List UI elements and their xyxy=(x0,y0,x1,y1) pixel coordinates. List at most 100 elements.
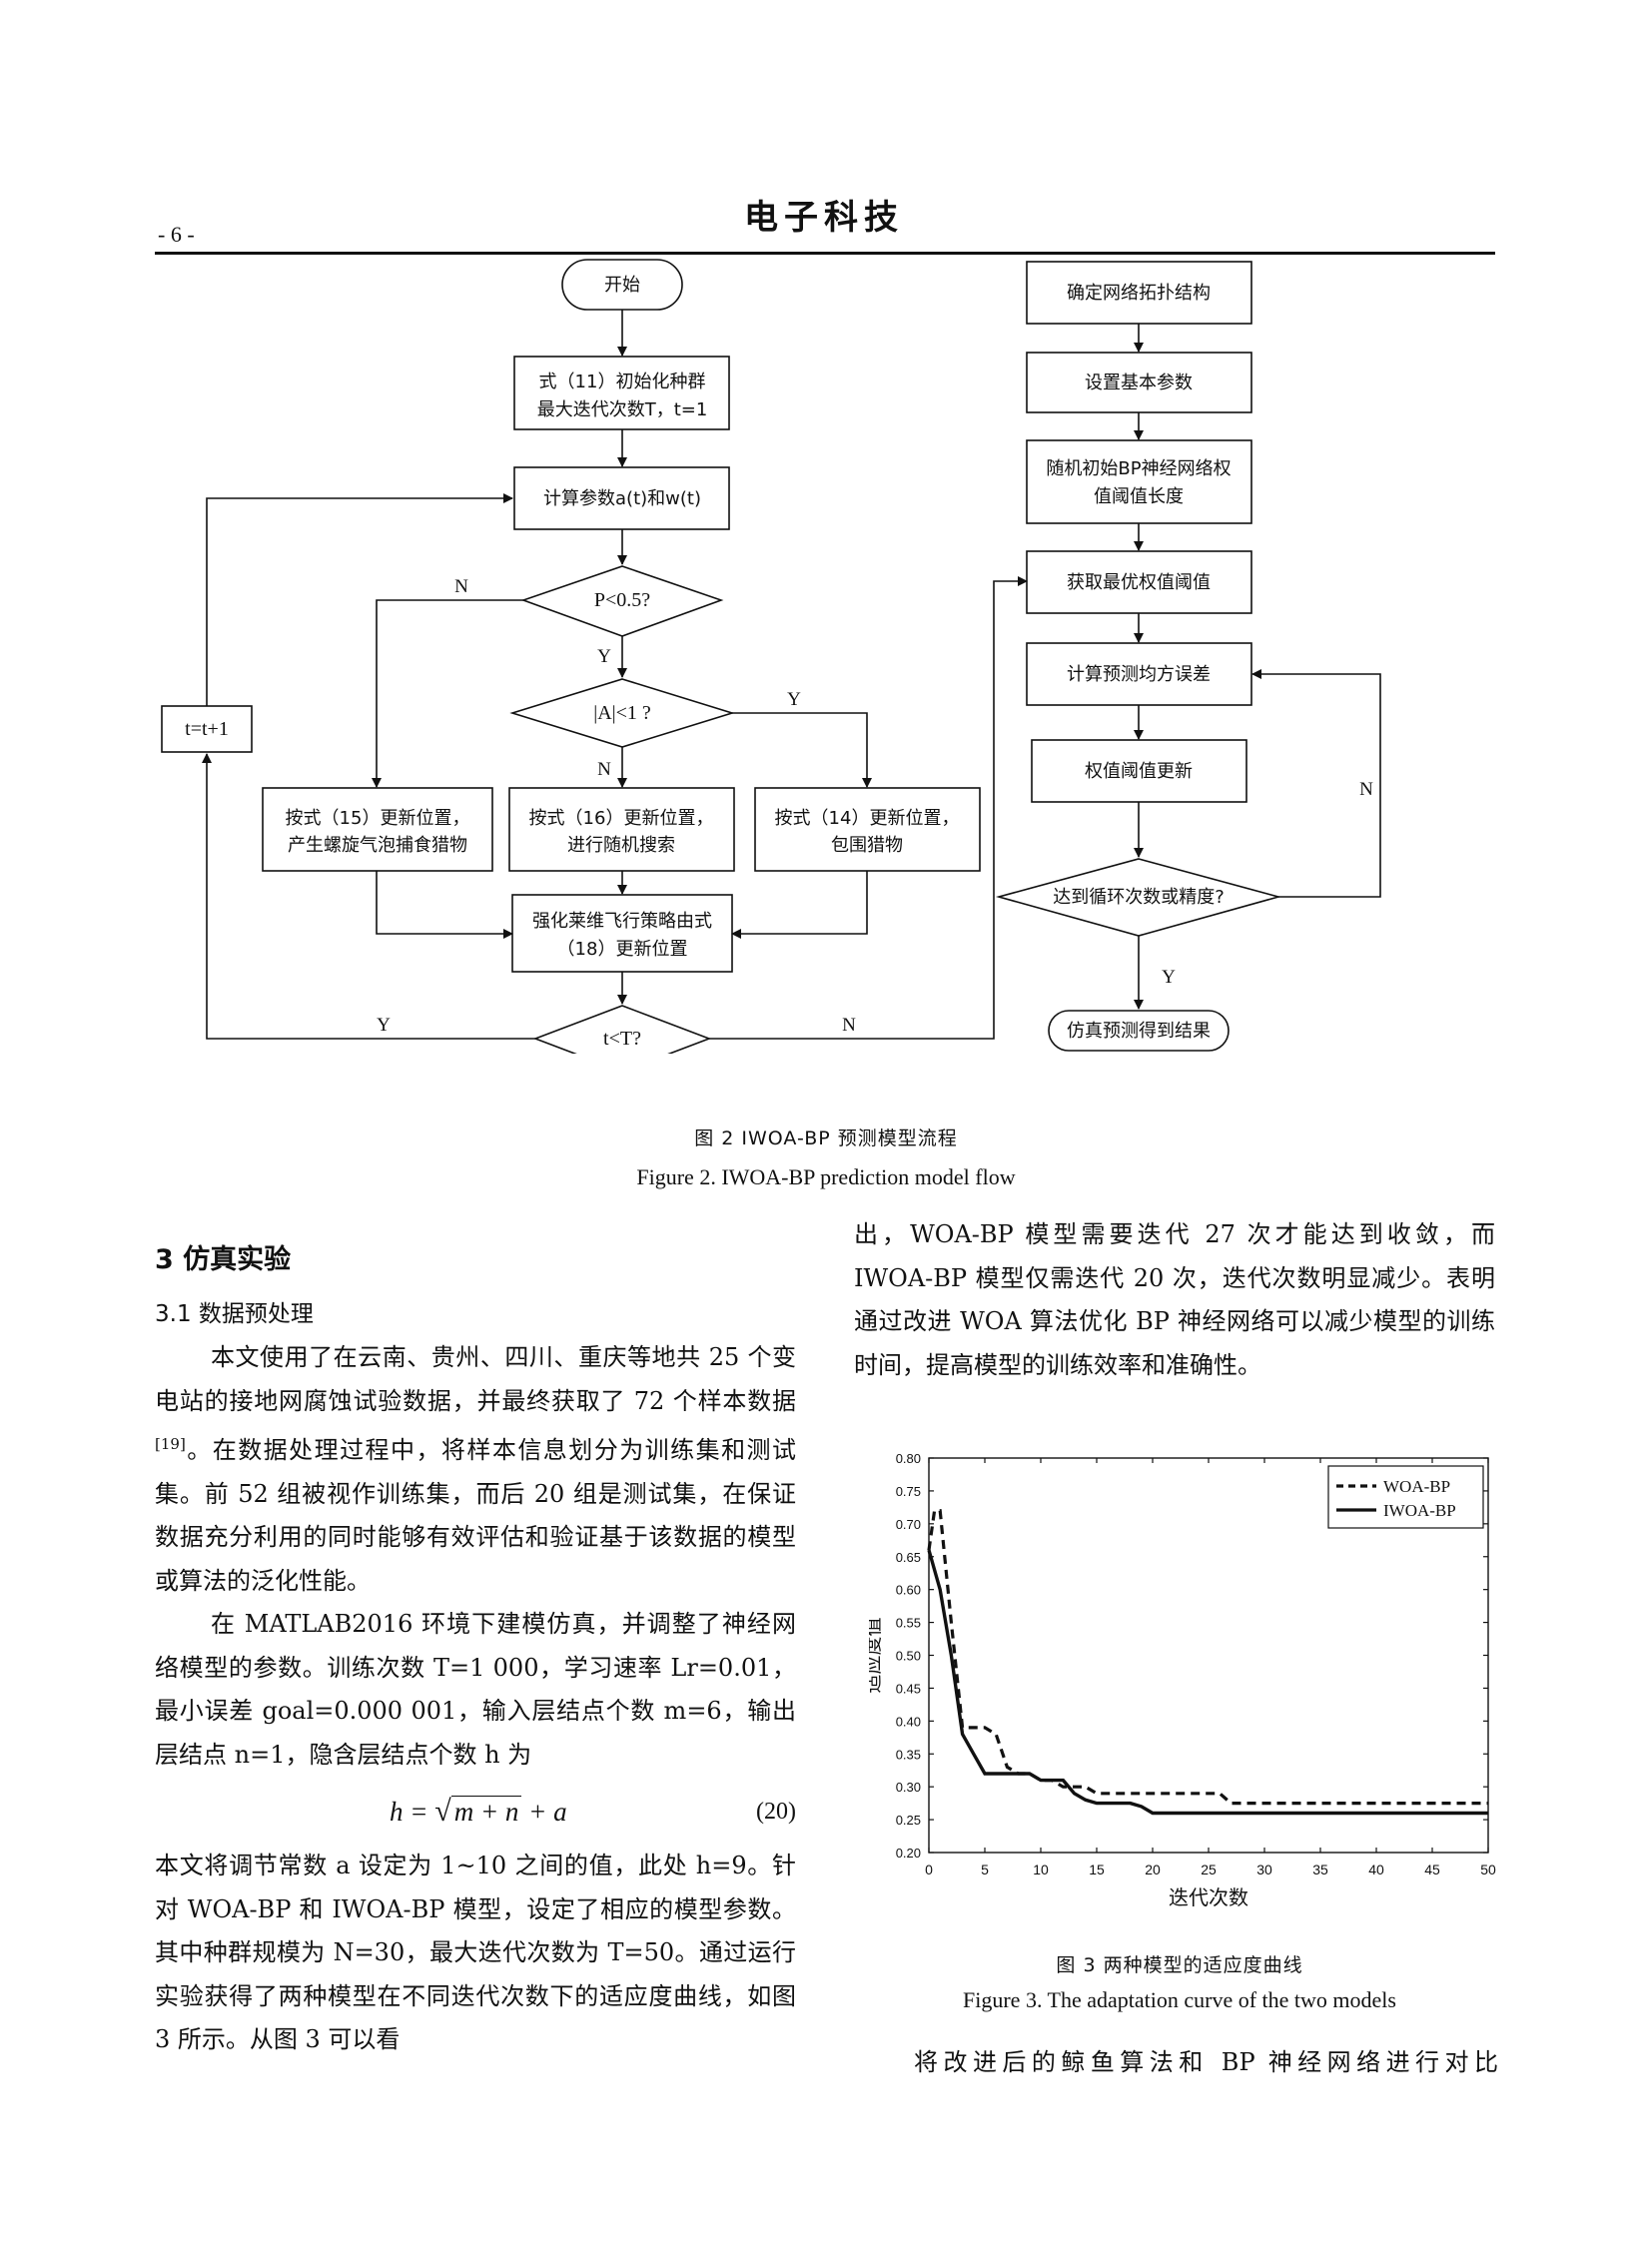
y-tick-label: 0.50 xyxy=(896,1649,921,1664)
update16-box xyxy=(508,787,735,872)
update14-label-1: 按式（14）更新位置， xyxy=(775,808,960,829)
weight-update-label: 权值阈值更新 xyxy=(1085,761,1193,782)
branch-n-label: N xyxy=(1359,779,1373,800)
y-tick-label: 0.45 xyxy=(896,1681,921,1696)
y-axis-label: 适应度值 xyxy=(869,1617,884,1693)
branch-n-label: N xyxy=(597,759,611,780)
figure2-caption-cn: 图 2 IWOA-BP 预测模型流程 xyxy=(694,1127,958,1149)
paragraph-1-text: 本文使用了在云南、贵州、四川、重庆等地共 25 个变电站的接地网腐蚀试验数据，并… xyxy=(155,1343,796,1415)
x-tick-label: 40 xyxy=(1368,1862,1384,1877)
right-paragraph-1: 出，WOA-BP 模型需要迭代 27 次才能达到收敛，而 IWOA-BP 模型仅… xyxy=(854,1220,1495,1379)
branch-n-label: N xyxy=(454,576,468,597)
init-label-1: 式（11）初始化种群 xyxy=(539,372,706,392)
figure3-caption-en: Figure 3. The adaptation curve of the tw… xyxy=(963,1987,1396,2012)
y-tick-label: 0.75 xyxy=(896,1484,921,1499)
figure2-caption-en: Figure 2. IWOA-BP prediction model flow xyxy=(636,1164,1016,1189)
equation-number: (20) xyxy=(756,1799,796,1825)
update16-label-1: 按式（16）更新位置， xyxy=(529,808,714,829)
x-tick-label: 35 xyxy=(1312,1862,1328,1877)
series-line-woa-bp xyxy=(927,1509,1488,1806)
best-weights-label: 获取最优权值阈值 xyxy=(1067,572,1211,593)
random-init-label-1: 随机初始BP神经网络权 xyxy=(1046,458,1231,479)
update15-label-1: 按式（15）更新位置， xyxy=(286,808,470,829)
y-tick-label: 0.60 xyxy=(896,1583,921,1598)
citation-ref: [19] xyxy=(155,1435,186,1453)
legend-box xyxy=(1327,1465,1484,1529)
y-tick-label: 0.65 xyxy=(896,1550,921,1565)
mse-label: 计算预测均方误差 xyxy=(1067,664,1211,685)
x-tick-label: 10 xyxy=(1033,1862,1049,1877)
paragraph-1-text-cont: 。在数据处理过程中，将样本信息划分为训练集和测试集。前 52 组被视作训练集，而… xyxy=(155,1436,796,1595)
equation-tail: + a xyxy=(521,1797,567,1827)
init-label-2: 最大迭代次数T，t=1 xyxy=(537,399,708,420)
equation-lhs: h = xyxy=(390,1797,435,1827)
flowchart-figure: 开始 式（11）初始化种群 最大迭代次数T，t=1 计算参数a(t)和w(t) … xyxy=(161,259,1381,1054)
equation-20: h = √m + n + a (20) xyxy=(155,1783,796,1841)
update15-box xyxy=(262,787,493,872)
paragraph-1: 本文使用了在云南、贵州、四川、重庆等地共 25 个变电站的接地网腐蚀试验数据，并… xyxy=(155,1336,796,1603)
legend-label: WOA-BP xyxy=(1383,1477,1450,1496)
t-condition-diamond xyxy=(532,1005,712,1054)
update15-label-2: 产生螺旋气泡捕食猎物 xyxy=(288,835,467,856)
chart-legend: WOA-BP IWOA-BP xyxy=(1327,1465,1484,1529)
a-condition-label: |A|<1 ? xyxy=(593,702,651,724)
x-tick-label: 15 xyxy=(1089,1862,1105,1877)
branch-n-label: N xyxy=(842,1015,856,1036)
left-column: 3 仿真实验 3.1 数据预处理 本文使用了在云南、贵州、四川、重庆等地共 25… xyxy=(155,1238,796,2062)
topology-label: 确定网络拓扑结构 xyxy=(1067,283,1211,304)
y-tick-label: 0.40 xyxy=(896,1714,921,1729)
x-tick-label: 30 xyxy=(1256,1862,1272,1877)
x-tick-label: 0 xyxy=(925,1862,933,1877)
x-tick-label: 45 xyxy=(1424,1862,1440,1877)
y-tick-label: 0.35 xyxy=(896,1747,921,1762)
result-label: 仿真预测得到结果 xyxy=(1067,1021,1211,1042)
levy-update-box xyxy=(511,894,733,973)
x-tick-label: 50 xyxy=(1480,1862,1496,1877)
calc-param-label: 计算参数a(t)和w(t) xyxy=(543,488,701,509)
fitness-curve-chart: 0 5 10 15 20 25 30 35 40 45 50 0.20 0.25 0.30 0.35 0.40… xyxy=(869,1451,1496,1909)
x-axis-label: 迭代次数 xyxy=(1169,1885,1248,1909)
series-line-iwoa-bp xyxy=(927,1549,1488,1816)
branch-y-label: Y xyxy=(597,646,611,667)
update14-box xyxy=(754,787,981,872)
start-label: 开始 xyxy=(604,275,640,296)
legend-label: IWOA-BP xyxy=(1383,1501,1456,1520)
levy-label-1: 强化莱维飞行策略由式 xyxy=(532,911,712,932)
continuation-line: 将改进后的鲸鱼算法和 BP 神经网络进行对比 xyxy=(914,2048,1498,2076)
y-tick-label: 0.20 xyxy=(896,1846,921,1861)
chart-axes: 0 5 10 15 20 25 30 35 40 45 50 0.20 0.25 0.30 0.35 0.40… xyxy=(869,1451,1496,1909)
update14-label-2: 包围猎物 xyxy=(831,835,903,856)
branch-y-label: Y xyxy=(1162,967,1176,988)
y-tick-label: 0.80 xyxy=(896,1451,921,1466)
y-tick-label: 0.70 xyxy=(896,1517,921,1532)
t-increment-label: t=t+1 xyxy=(185,718,229,740)
x-tick-label: 20 xyxy=(1145,1862,1161,1877)
journal-title: 电子科技 xyxy=(744,198,904,238)
page-number: - 6 - xyxy=(158,222,195,247)
p-condition-label: P<0.5? xyxy=(594,589,650,611)
paragraph-2: 在 MATLAB2016 环境下建模仿真，并调整了神经网络模型的参数。训练次数 … xyxy=(155,1610,796,1769)
levy-label-2: （18）更新位置 xyxy=(557,939,688,960)
section-title: 3 仿真实验 xyxy=(155,1244,292,1275)
paragraph-3: 本文将调节常数 a 设定为 1~10 之间的值，此处 h=9。针对 WOA-BP… xyxy=(155,1852,796,2053)
equation-radicand: m + n xyxy=(450,1796,522,1827)
y-tick-label: 0.55 xyxy=(896,1616,921,1631)
y-tick-label: 0.25 xyxy=(896,1813,921,1828)
y-tick-label: 0.30 xyxy=(896,1780,921,1795)
random-init-label-2: 值阈值长度 xyxy=(1094,486,1184,507)
subsection-title: 3.1 数据预处理 xyxy=(155,1301,314,1327)
t-condition-label: t<T? xyxy=(603,1028,641,1050)
header-rule xyxy=(155,252,1495,255)
basic-params-label: 设置基本参数 xyxy=(1085,373,1193,393)
x-tick-label: 5 xyxy=(981,1862,989,1877)
figure3-caption-cn: 图 3 两种模型的适应度曲线 xyxy=(1056,1954,1303,1976)
update16-label-2: 进行随机搜索 xyxy=(567,835,675,856)
right-column: 出，WOA-BP 模型需要迭代 27 次才能达到收敛，而 IWOA-BP 模型仅… xyxy=(854,1213,1495,1387)
result-node xyxy=(1048,1010,1230,1052)
branch-y-label: Y xyxy=(787,689,801,710)
random-init-box xyxy=(1026,439,1252,524)
chart-series xyxy=(927,1509,1488,1816)
x-tick-label: 25 xyxy=(1201,1862,1217,1877)
branch-y-label: Y xyxy=(377,1015,391,1036)
sqrt-symbol: √ xyxy=(434,1795,451,1828)
